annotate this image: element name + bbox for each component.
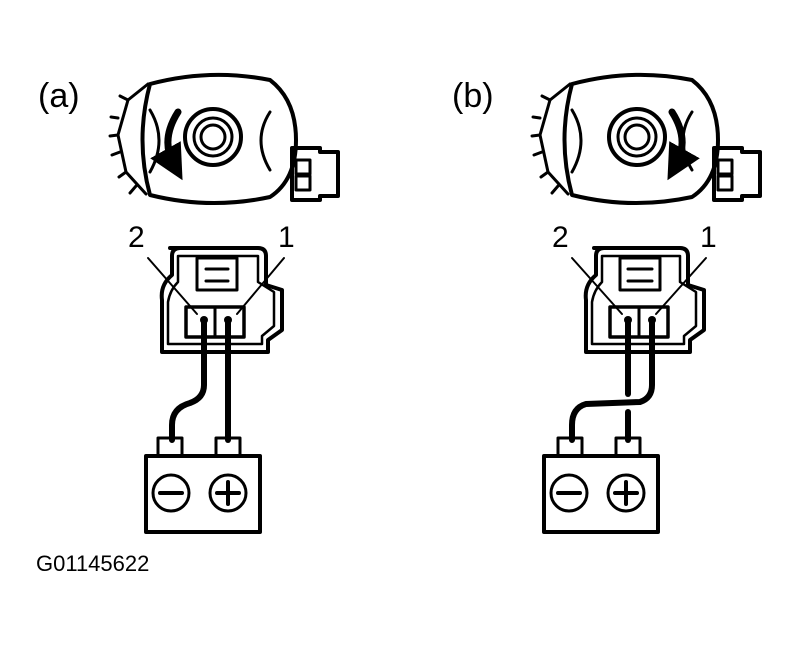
panel-a-leader-2 [147, 257, 198, 315]
panel-b-motor-housing [562, 72, 720, 205]
panel-a-motor [108, 72, 340, 205]
panel-b-pin-label-1: 1 [700, 221, 717, 254]
panel-b-wire-negative [569, 319, 655, 443]
panel-a-leader-1 [236, 257, 285, 315]
panel-b-battery [542, 436, 660, 534]
panel-b-side-plug [712, 146, 762, 202]
figure-code: G01145622 [36, 551, 149, 576]
panel-a-rotation-arrow-icon [150, 108, 183, 181]
panel-a-shaft-inner [199, 123, 227, 151]
panel-a: (a) 2 1 [38, 72, 340, 534]
panel-b-shaft-inner [623, 123, 651, 151]
panel-b-gear-icon [530, 82, 572, 196]
panel-a-pin-label-2: 2 [128, 221, 145, 254]
panel-a-connector [159, 246, 284, 354]
panel-a-motor-housing [140, 72, 298, 205]
panel-b-motor [530, 72, 762, 205]
panel-b-connector [583, 246, 706, 354]
panel-a-wire-negative [169, 319, 207, 443]
panel-a-positive-terminal [208, 473, 248, 513]
panel-b-shaft-outer [607, 107, 667, 167]
panel-b-label: (b) [452, 77, 494, 115]
panel-a-battery [144, 436, 262, 534]
panel-b-leader-2 [571, 257, 623, 315]
panel-b-rotation-arrow-icon [667, 108, 700, 181]
panel-a-pin-label-1: 1 [278, 221, 295, 254]
panel-b: (b) 2 1 [452, 72, 762, 534]
panel-a-side-plug [290, 146, 340, 202]
panel-b-negative-terminal [549, 473, 589, 513]
panel-a-shaft-mid [192, 116, 234, 158]
panel-a-negative-terminal [151, 473, 191, 513]
panel-b-pin-label-2: 2 [552, 221, 569, 254]
panel-a-label: (a) [38, 77, 80, 115]
panel-a-shaft-outer [183, 107, 243, 167]
panel-b-leader-1 [655, 257, 707, 315]
panel-a-gear-icon [108, 82, 150, 196]
panel-b-positive-terminal [606, 473, 646, 513]
panel-b-shaft-mid [616, 116, 658, 158]
